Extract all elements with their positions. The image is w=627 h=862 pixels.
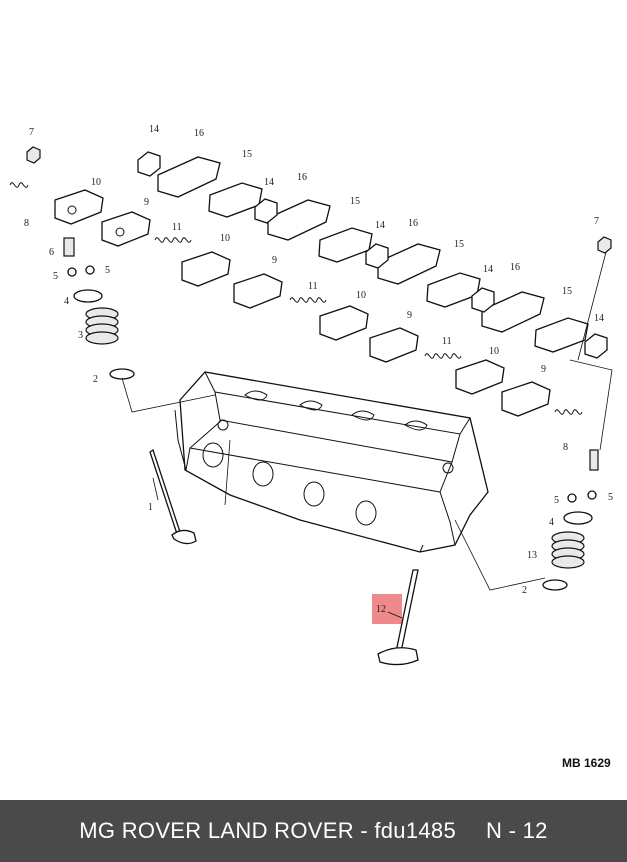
callout-2: 2 [93, 374, 98, 385]
callout-11: 11 [172, 222, 182, 233]
callout-7: 7 [594, 216, 599, 227]
callout-2: 2 [522, 585, 527, 596]
callout-16: 16 [194, 128, 204, 139]
callout-16: 16 [510, 262, 520, 273]
callout-14: 14 [264, 177, 274, 188]
footer-page-code: N - 12 [486, 818, 548, 843]
callout-labels: 1 2 2 3 4 4 5 5 5 5 6 7 7 8 8 9 9 9 9 9 … [24, 124, 613, 615]
callout-5: 5 [105, 265, 110, 276]
footer-bar: MG ROVER LAND ROVER - fdu1485 N - 12 [0, 800, 627, 862]
callout-10: 10 [356, 290, 366, 301]
callout-9: 9 [541, 364, 546, 375]
small-fittings [26, 146, 612, 503]
valve-spring-left [73, 289, 135, 380]
rocker-arm-row-2 [181, 251, 551, 417]
callout-12: 12 [376, 604, 386, 615]
valve-left [149, 448, 197, 545]
highlight-box [372, 594, 402, 624]
callout-14: 14 [483, 264, 493, 275]
cylinder-head [174, 371, 489, 553]
callout-9: 9 [272, 255, 277, 266]
callout-8: 8 [563, 442, 568, 453]
rocker-washers [137, 151, 608, 359]
footer-part-text: MG ROVER LAND ROVER - fdu1485 [79, 818, 456, 843]
callout-1: 1 [148, 502, 153, 513]
callout-4: 4 [549, 517, 554, 528]
valve-right [377, 569, 419, 666]
callout-14: 14 [149, 124, 159, 135]
valve-spring-right [542, 511, 593, 591]
callout-9: 9 [407, 310, 412, 321]
callout-10: 10 [489, 346, 499, 357]
callout-11: 11 [442, 336, 452, 347]
callout-11: 11 [308, 281, 318, 292]
callout-15: 15 [350, 196, 360, 207]
callout-3: 3 [78, 330, 83, 341]
callout-16: 16 [408, 218, 418, 229]
figure-reference: MB 1629 [562, 756, 611, 770]
callout-5: 5 [554, 495, 559, 506]
callout-9: 9 [144, 197, 149, 208]
callout-15: 15 [562, 286, 572, 297]
callout-5: 5 [608, 492, 613, 503]
callout-10: 10 [91, 177, 101, 188]
callout-8: 8 [24, 218, 29, 229]
callout-13: 13 [527, 550, 537, 561]
callout-5: 5 [53, 271, 58, 282]
callout-14: 14 [375, 220, 385, 231]
callout-6: 6 [49, 247, 54, 258]
callout-7: 7 [29, 127, 34, 138]
rocker-springs [9, 182, 583, 415]
callout-16: 16 [297, 172, 307, 183]
leader-lines [121, 251, 613, 619]
callout-15: 15 [454, 239, 464, 250]
callout-4: 4 [64, 296, 69, 307]
rocker-arm-row-1 [54, 156, 589, 353]
callout-14: 14 [594, 313, 604, 324]
callout-15: 15 [242, 149, 252, 160]
callout-10: 10 [220, 233, 230, 244]
exploded-parts-diagram: 1 2 2 3 4 4 5 5 5 5 6 7 7 8 8 9 9 9 9 9 … [9, 124, 613, 770]
